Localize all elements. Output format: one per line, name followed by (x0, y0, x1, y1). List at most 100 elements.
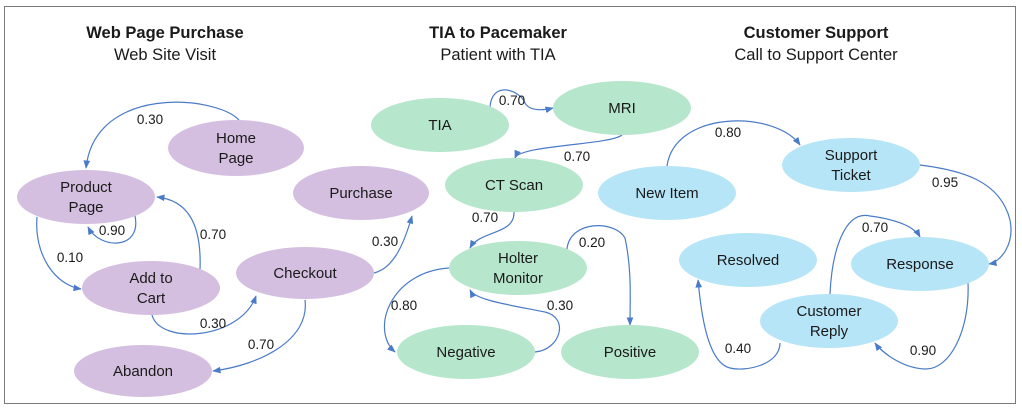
diagram-subtitle: Web Site Visit (113, 46, 217, 64)
state-node-cart: Add to Cart (82, 261, 220, 315)
state-label: Product (60, 179, 113, 196)
diagram-subtitle: Patient with TIA (440, 46, 556, 64)
state-label: Ticket (831, 167, 871, 184)
state-label: Customer (796, 303, 861, 320)
state-ellipse (17, 170, 155, 224)
transition-arrow-home-product (83, 101, 240, 169)
state-label: Purchase (329, 185, 392, 202)
transition-probability-mri-ct: 0.70 (564, 149, 590, 164)
transition-probability-holter-negative: 0.80 (391, 298, 417, 313)
state-ellipse (236, 247, 374, 299)
transition-probability-ticket-response: 0.95 (932, 175, 958, 190)
state-label: Support (825, 147, 878, 164)
state-label: Cart (137, 290, 166, 307)
state-label: Response (886, 256, 954, 273)
state-node-resolved: Resolved (679, 233, 817, 287)
transition-probability-response-reply: 0.90 (910, 343, 936, 358)
state-node-mri: MRI (553, 81, 691, 135)
state-ellipse (397, 325, 535, 379)
state-ellipse (553, 81, 691, 135)
transition-probability-cart-checkout: 0.30 (200, 316, 226, 331)
transition-probability-checkout-purchase: 0.30 (372, 234, 398, 249)
state-label: Reply (810, 323, 849, 340)
transition-arrow-negative-holter (469, 289, 561, 353)
state-label: Page (68, 199, 103, 216)
transition-probability-holter-positive: 0.20 (579, 235, 605, 250)
transition-arrow-holter-positive (566, 225, 634, 326)
state-ellipse (371, 98, 509, 152)
state-ellipse (598, 166, 736, 220)
transition-arrow-ct-holter (469, 211, 515, 249)
state-ellipse (168, 120, 304, 176)
state-label: Checkout (273, 265, 337, 282)
transition-probability-reply-resolved: 0.40 (725, 341, 751, 356)
state-ellipse (561, 325, 699, 379)
transition-probability-checkout-abandon: 0.70 (248, 337, 274, 352)
transition-arrow-product-product (87, 215, 137, 244)
transition-arrow-reply-resolved (695, 279, 781, 370)
transition-probability-home-product: 0.30 (137, 112, 163, 127)
state-node-positive: Positive (561, 325, 699, 379)
state-label: New Item (635, 185, 698, 202)
transition-probability-tia-mri: 0.70 (499, 93, 525, 108)
transition-arrow-newitem-ticket (666, 120, 801, 167)
state-node-abandon: Abandon (74, 345, 212, 397)
state-ellipse (760, 294, 898, 348)
state-ellipse (82, 261, 220, 315)
state-node-checkout: Checkout (236, 247, 374, 299)
transition-probability-reply-response: 0.70 (862, 220, 888, 235)
diagram-header-customer-support: Customer Support Call to Support Center (686, 22, 946, 66)
diagram-header-tia: TIA to Pacemaker Patient with TIA (368, 22, 628, 66)
state-label: Abandon (113, 363, 173, 380)
transition-arrow-ticket-response (919, 164, 1012, 266)
transition-arrow-cart-checkout (151, 295, 257, 335)
transition-arrow-product-cart (36, 216, 82, 292)
state-label: Negative (436, 344, 495, 361)
state-label: Add to (129, 270, 172, 287)
transition-probability-newitem-ticket: 0.80 (715, 125, 741, 140)
state-node-newitem: New Item (598, 166, 736, 220)
diagram-title: Customer Support (743, 24, 889, 42)
diagram-subtitle: Call to Support Center (734, 46, 898, 64)
state-label: Positive (604, 344, 657, 361)
transition-arrow-tia-mri (489, 89, 554, 114)
state-node-purchase: Purchase (293, 166, 429, 220)
state-label: Resolved (717, 252, 780, 269)
transition-arrow-reply-response (829, 214, 921, 295)
state-label: Holter (498, 250, 538, 267)
transition-probability-negative-holter: 0.30 (547, 298, 573, 313)
transition-probability-cart-product: 0.70 (200, 227, 226, 242)
state-label: MRI (608, 100, 636, 117)
state-label: Home (216, 130, 256, 147)
state-label: CT Scan (485, 177, 543, 194)
state-label: TIA (428, 117, 451, 134)
transition-arrow-checkout-abandon (212, 299, 306, 374)
state-ellipse (445, 158, 583, 212)
diagram-header-web-purchase: Web Page Purchase Web Site Visit (35, 22, 295, 66)
transition-probability-product-cart: 0.10 (57, 250, 83, 265)
state-ellipse (74, 345, 212, 397)
state-node-ct: CT Scan (445, 158, 583, 212)
transition-arrow-response-reply (874, 282, 969, 370)
diagram-title: TIA to Pacemaker (429, 24, 567, 42)
diagram-title: Web Page Purchase (86, 24, 244, 42)
state-node-response: Response (851, 237, 989, 291)
state-ellipse (449, 241, 587, 295)
transition-probability-ct-holter: 0.70 (472, 210, 498, 225)
state-ellipse (782, 138, 920, 192)
state-ellipse (851, 237, 989, 291)
transition-arrow-holter-negative (383, 267, 450, 353)
state-ellipse (293, 166, 429, 220)
transition-arrow-checkout-purchase (373, 215, 414, 274)
transition-arrow-cart-product (156, 194, 201, 271)
state-label: Monitor (493, 270, 543, 287)
state-node-tia: TIA (371, 98, 509, 152)
state-ellipse (679, 233, 817, 287)
transition-arrow-mri-ct (514, 134, 623, 159)
